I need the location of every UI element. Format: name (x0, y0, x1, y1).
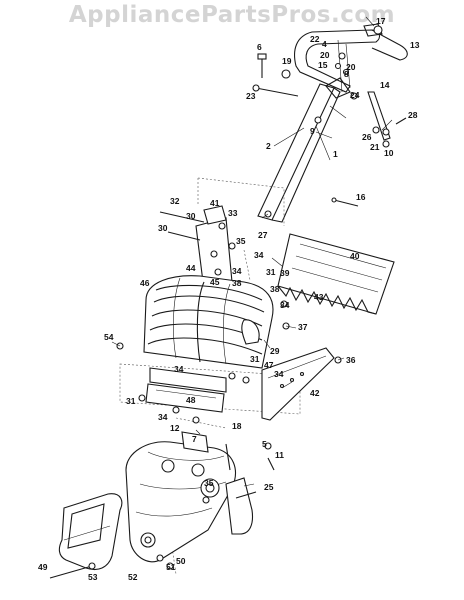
callout-32: 32 (170, 196, 180, 206)
rear-flap (261, 347, 342, 421)
callout-13: 13 (410, 40, 420, 50)
handle-brace (367, 91, 391, 141)
callout-34-d: 34 (174, 364, 184, 374)
callout-28: 28 (408, 110, 418, 120)
callout-16: 16 (356, 192, 366, 202)
callout-34-c: 34 (280, 300, 290, 310)
callout-39: 39 (280, 268, 290, 278)
callout-11: 11 (275, 450, 284, 460)
callout-10: 10 (384, 148, 394, 158)
callout-30-b: 30 (158, 223, 168, 233)
callout-21: 21 (370, 142, 380, 152)
skid-assembly (138, 367, 250, 424)
callout-34-b: 34 (232, 266, 242, 276)
callout-2: 2 (266, 141, 271, 151)
handle-tubes (257, 77, 351, 223)
callout-20-b: 20 (346, 62, 356, 72)
callout-9: 9 (310, 126, 315, 136)
callout-31-a: 31 (266, 267, 276, 277)
alignment-lines (119, 177, 301, 575)
callout-38-b: 38 (232, 278, 242, 288)
callout-27: 27 (258, 230, 268, 240)
callout-54: 54 (104, 332, 114, 342)
handle-hardware (252, 52, 407, 207)
callout-5: 5 (262, 439, 267, 449)
callout-15: 15 (318, 60, 328, 70)
callout-18: 18 (232, 421, 242, 431)
callout-30-a: 30 (186, 211, 196, 221)
callout-46: 46 (140, 278, 150, 288)
callout-34-f: 34 (158, 412, 168, 422)
callout-43: 43 (314, 292, 324, 302)
callout-8: 8 (344, 69, 349, 79)
callout-40: 40 (350, 251, 360, 261)
callout-38-a: 38 (270, 284, 280, 294)
callout-26: 26 (362, 132, 372, 142)
callout-19: 19 (282, 56, 292, 66)
front-bumper (49, 493, 174, 579)
callout-33: 33 (228, 208, 238, 218)
callout-35-a: 35 (236, 236, 246, 246)
callout-41: 41 (210, 198, 220, 208)
depth-stake (202, 477, 257, 535)
watermark-text: AppliancePartsPros.com (68, 2, 396, 28)
callout-labels: 1 2 4 5 6 7 8 9 10 11 12 13 14 15 16 17 … (38, 16, 420, 582)
callout-31-c: 31 (126, 396, 136, 406)
callout-34-a: 34 (254, 250, 264, 260)
callout-23: 23 (246, 91, 256, 101)
callout-37: 37 (298, 322, 308, 332)
callout-24: 24 (350, 90, 360, 100)
callout-45: 45 (210, 277, 220, 287)
callout-44: 44 (186, 263, 196, 273)
callout-35-b: 35 (204, 478, 214, 488)
callout-17: 17 (376, 16, 386, 26)
callout-36: 36 (346, 355, 356, 365)
callout-31-b: 31 (250, 354, 260, 364)
callout-42: 42 (310, 388, 320, 398)
leader-lines (111, 16, 393, 487)
callout-6: 6 (257, 42, 262, 52)
callout-7: 7 (192, 434, 197, 444)
callout-51: 51 (166, 562, 176, 572)
transmission-frame (125, 431, 275, 563)
callout-34-e: 34 (274, 369, 284, 379)
callout-50: 50 (176, 556, 186, 566)
callout-52: 52 (128, 572, 138, 582)
callout-25: 25 (264, 482, 274, 492)
callout-4: 4 (322, 39, 327, 49)
callout-53: 53 (88, 572, 98, 582)
handlebar-part (294, 23, 408, 93)
callout-49: 49 (38, 562, 48, 572)
callout-1: 1 (333, 149, 338, 159)
tine-shield (277, 233, 395, 315)
callout-14: 14 (380, 80, 390, 90)
callout-22: 22 (310, 34, 320, 44)
tine-hood (116, 275, 290, 369)
callout-48: 48 (186, 395, 196, 405)
callout-47: 47 (264, 360, 274, 370)
callout-29: 29 (270, 346, 280, 356)
callout-20-a: 20 (320, 50, 330, 60)
callout-12: 12 (170, 423, 180, 433)
